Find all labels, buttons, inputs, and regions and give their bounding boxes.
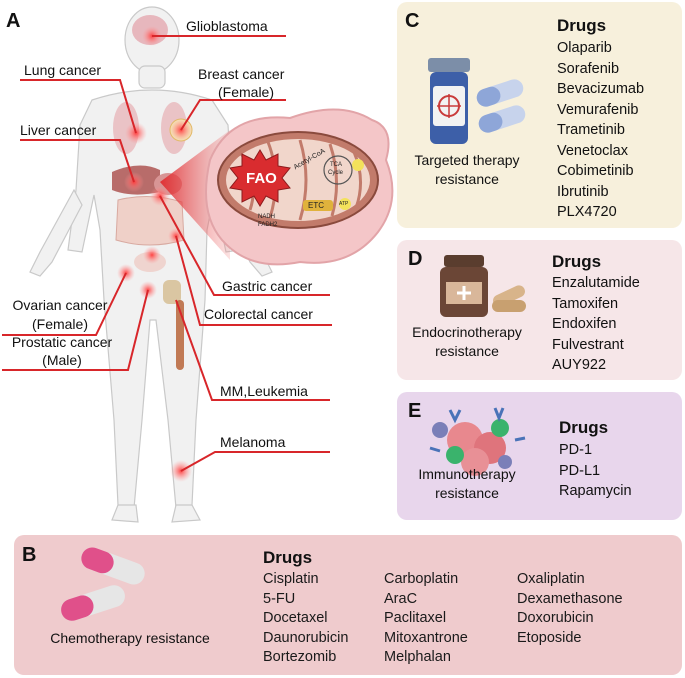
etc-label: ETC bbox=[308, 201, 324, 210]
drug-item: PD-L1 bbox=[559, 462, 601, 479]
atp-label: ATP bbox=[339, 201, 349, 207]
label-colorectal-cancer: Colorectal cancer bbox=[204, 306, 313, 322]
label-ovarian-female: (Female) bbox=[31, 316, 88, 332]
drug-item: Fulvestrant bbox=[552, 336, 624, 353]
drug-item: Tamoxifen bbox=[552, 295, 619, 312]
etc-bar bbox=[303, 200, 333, 211]
label-gastric-cancer: Gastric cancer bbox=[222, 278, 313, 294]
label-prostatic-male: (Male) bbox=[42, 352, 82, 368]
drug-item: PD-1 bbox=[559, 442, 593, 458]
label-liver-cancer: Liver cancer bbox=[20, 122, 97, 138]
drug-item: Sorafenib bbox=[557, 60, 620, 77]
label-glioblastoma: Glioblastoma bbox=[186, 18, 268, 34]
drug-item: Bevacizumab bbox=[557, 81, 645, 97]
drug-item: AUY922 bbox=[552, 357, 607, 373]
drug-item: Venetoclax bbox=[557, 142, 628, 159]
panel-e-drugs-heading: Drugs bbox=[559, 418, 609, 437]
drug-item: Cisplatin bbox=[263, 571, 319, 587]
panel-d-letter: D bbox=[408, 248, 423, 270]
pill-bottle-icon bbox=[428, 58, 470, 144]
medicine-jar-icon bbox=[440, 255, 488, 317]
panel-c-caption-1: Targeted therapy bbox=[414, 152, 520, 168]
fao-starburst bbox=[229, 149, 291, 207]
leader-lines bbox=[2, 35, 332, 472]
drug-item: Bortezomib bbox=[263, 649, 337, 665]
drug-item: Daunorubicin bbox=[263, 629, 349, 646]
drug-item: 5-FU bbox=[263, 590, 296, 607]
chemo-capsules-icon bbox=[61, 547, 145, 621]
drug-item: Trametinib bbox=[557, 122, 625, 138]
drug-item: Etoposide bbox=[517, 629, 582, 646]
panel-e-letter: E bbox=[408, 400, 422, 422]
drug-item: Doxorubicin bbox=[517, 610, 594, 626]
panel-b-box bbox=[14, 535, 682, 675]
panel-c-drugs-heading: Drugs bbox=[557, 16, 607, 35]
drug-item: Dexamethasone bbox=[517, 590, 623, 607]
panel-b-drugs-heading: Drugs bbox=[263, 548, 313, 567]
label-breast-cancer: Breast cancer bbox=[198, 66, 285, 82]
label-mm-leukemia: MM,Leukemia bbox=[220, 383, 308, 399]
tca-label-2: Cycle bbox=[328, 170, 344, 176]
panel-d-drugs-heading: Drugs bbox=[552, 252, 602, 271]
drug-item bbox=[517, 648, 677, 668]
panel-c-caption-2: resistance bbox=[435, 171, 499, 187]
drug-item: Oxaliplatin bbox=[517, 571, 585, 587]
drug-item: Carboplatin bbox=[384, 571, 459, 587]
immune-cells-icon bbox=[429, 407, 526, 476]
panel-e-box bbox=[397, 392, 682, 520]
drug-item: Mitoxantrone bbox=[384, 629, 468, 646]
panel-e-caption-1: Immunotherapy bbox=[418, 466, 516, 482]
label-melanoma: Melanoma bbox=[220, 434, 286, 450]
panel-c-letter: C bbox=[405, 10, 420, 32]
fadh-label: FADH2 bbox=[258, 222, 278, 228]
atp-circle-2 bbox=[352, 159, 364, 171]
capsule-icon bbox=[476, 79, 526, 133]
tca-label-1: TCA bbox=[330, 162, 342, 168]
panel-d-drug-list: Enzalutamide Tamoxifen Endoxifen Fulvest… bbox=[552, 273, 640, 376]
panel-a-letter: A bbox=[6, 10, 21, 32]
panel-d-caption-2: resistance bbox=[435, 343, 499, 359]
tablet-icon bbox=[492, 285, 526, 312]
drug-item: Paclitaxel bbox=[384, 610, 447, 626]
drug-item: Docetaxel bbox=[263, 610, 328, 626]
drug-item: Cobimetinib bbox=[557, 163, 634, 179]
label-ovarian-cancer: Ovarian cancer bbox=[12, 297, 108, 313]
label-prostatic-cancer: Prostatic cancer bbox=[11, 334, 113, 350]
label-lung-cancer: Lung cancer bbox=[24, 62, 102, 78]
tca-cycle-icon bbox=[323, 155, 353, 185]
drug-item: Olaparib bbox=[557, 40, 612, 56]
panel-e-drug-list: PD-1 PD-L1 Rapamycin bbox=[559, 440, 632, 502]
panel-b-drug-grid: Cisplatin Carboplatin Oxaliplatin 5-FU A… bbox=[263, 570, 677, 668]
atp-circle bbox=[339, 198, 351, 210]
panel-c-drug-list: Olaparib Sorafenib Bevacizumab Vemurafen… bbox=[557, 38, 644, 223]
drug-item: Rapamycin bbox=[559, 483, 632, 499]
drug-item: Vemurafenib bbox=[557, 101, 639, 118]
drug-item: Endoxifen bbox=[552, 316, 617, 332]
drug-item: Melphalan bbox=[384, 649, 451, 665]
drug-item: Ibrutinib bbox=[557, 183, 609, 200]
drug-item: Enzalutamide bbox=[552, 275, 640, 291]
nadh-label: NADH bbox=[258, 214, 276, 220]
panel-e-caption-2: resistance bbox=[435, 485, 499, 501]
panel-d-caption-1: Endocrinotherapy bbox=[412, 324, 522, 340]
panel-b-caption: Chemotherapy resistance bbox=[50, 630, 210, 646]
drug-item: AraC bbox=[384, 590, 418, 607]
label-breast-female: (Female) bbox=[218, 84, 275, 100]
drug-item: PLX4720 bbox=[557, 204, 617, 220]
fao-label: FAO bbox=[246, 170, 277, 187]
panel-b-letter: B bbox=[22, 544, 37, 566]
